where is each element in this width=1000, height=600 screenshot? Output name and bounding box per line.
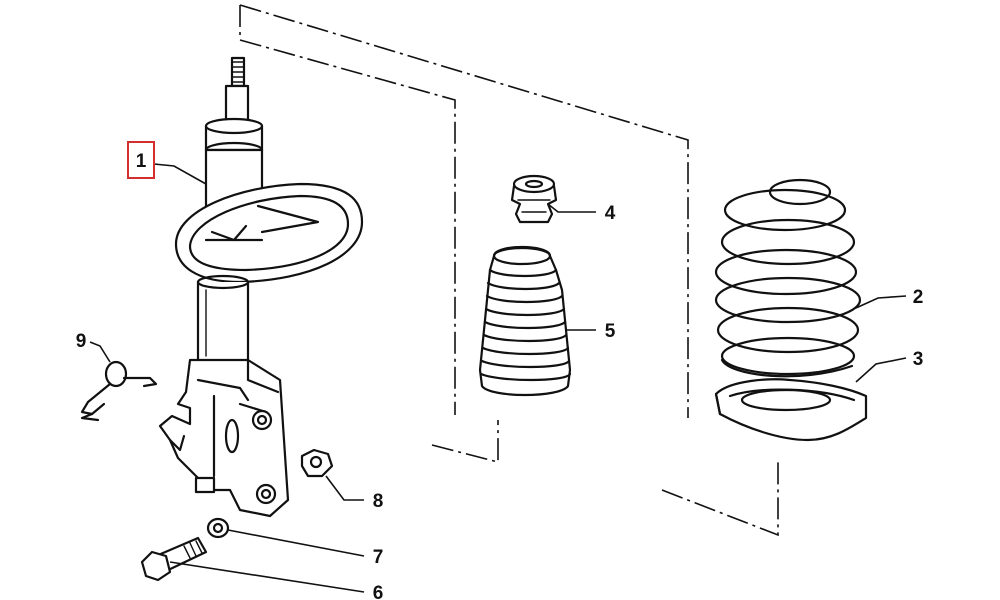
bump-stop[interactable] — [510, 174, 558, 224]
callout-1[interactable]: 1 — [136, 151, 147, 172]
callout-3[interactable]: 3 — [913, 349, 924, 370]
callout-9[interactable]: 9 — [76, 331, 87, 352]
assembly-frame-lines — [239, 4, 779, 537]
spring-clip[interactable] — [80, 360, 158, 422]
callout-5[interactable]: 5 — [605, 321, 616, 342]
callout-labels: 1 2 3 4 5 6 7 8 9 — [76, 151, 924, 600]
shock-absorber-strut[interactable] — [158, 56, 364, 518]
callout-6[interactable]: 6 — [373, 583, 384, 600]
hex-nut[interactable] — [300, 448, 334, 478]
spring-seat-insulator[interactable] — [714, 378, 868, 442]
callout-2[interactable]: 2 — [913, 287, 924, 308]
washer[interactable] — [206, 517, 230, 539]
callout-7[interactable]: 7 — [373, 547, 384, 568]
highlight-box — [127, 141, 155, 179]
hex-bolt[interactable] — [140, 536, 208, 582]
coil-spring[interactable] — [714, 178, 862, 378]
leader-lines — [89, 163, 907, 593]
callout-8[interactable]: 8 — [373, 491, 384, 512]
callout-4[interactable]: 4 — [605, 203, 616, 224]
dust-boot-bellows[interactable] — [478, 246, 572, 397]
